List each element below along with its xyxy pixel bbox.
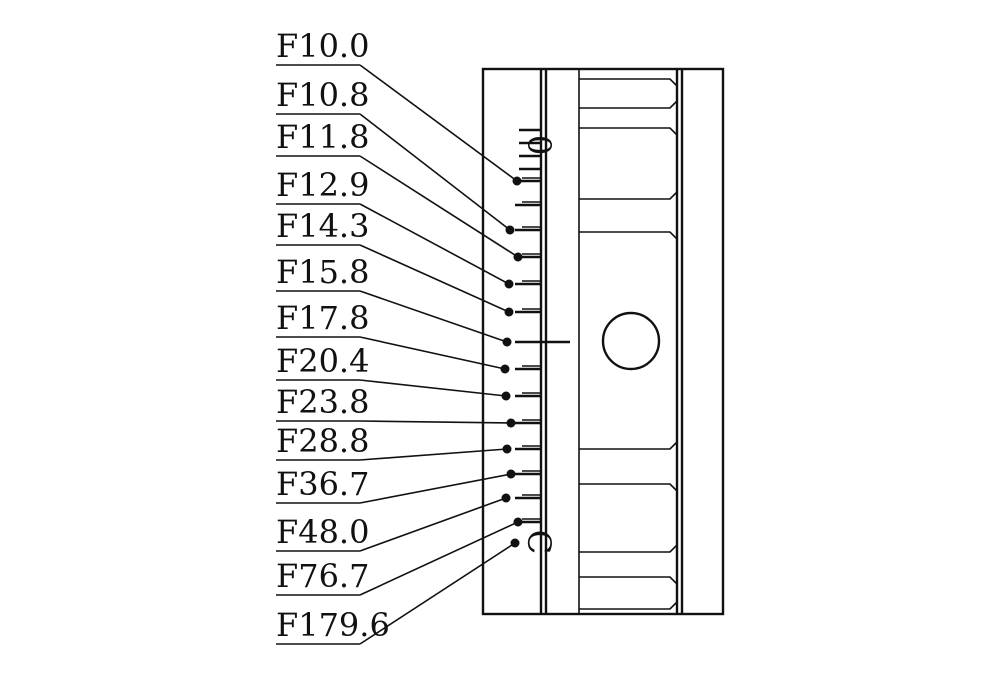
focal-labels: F10.0F10.8F11.8F12.9F14.3F15.8F17.8F20.4…	[276, 27, 390, 644]
leader-line	[359, 379, 507, 397]
leader-dot	[513, 252, 523, 262]
leader-line	[359, 542, 516, 645]
leader-line	[359, 203, 510, 285]
leader-dot	[504, 279, 514, 289]
leader-line	[359, 521, 519, 596]
focal-label: F17.8	[276, 299, 369, 337]
cam-slot-4	[579, 361, 678, 450]
leader-dot	[501, 493, 511, 503]
focal-label: F14.3	[276, 207, 369, 245]
leader-line	[359, 64, 518, 182]
cam-slot-1	[579, 78, 678, 109]
leader-dot	[510, 538, 520, 548]
leader-line	[359, 155, 519, 258]
scale-top-mark: 0	[520, 135, 558, 155]
leader-line	[359, 290, 508, 343]
cam-slot-5	[579, 483, 678, 553]
scale-bottom-mark: C	[520, 530, 558, 554]
leader-dot	[500, 364, 510, 374]
focal-label: F23.8	[276, 383, 369, 421]
focal-label: F12.9	[276, 166, 369, 204]
focal-label: F20.4	[276, 342, 369, 380]
leader-line	[359, 448, 508, 461]
focal-label: F48.0	[276, 513, 369, 551]
leader-dot	[501, 391, 511, 401]
leader-lines	[276, 64, 523, 645]
leader-line	[359, 473, 512, 504]
focal-label: F10.0	[276, 27, 369, 65]
leader-dot	[502, 444, 512, 454]
leader-dot	[505, 225, 515, 235]
leader-line	[359, 420, 512, 424]
barrel-outline	[481, 67, 725, 616]
leader-line	[359, 497, 507, 552]
leader-dot	[513, 517, 523, 527]
focal-label: F28.8	[276, 422, 369, 460]
leader-line	[359, 113, 511, 231]
distance-scale-ticks	[515, 128, 541, 524]
cam-slot-3	[579, 231, 678, 317]
focal-label: F10.8	[276, 76, 369, 114]
focus-pin-circle	[601, 311, 661, 371]
focal-label: F76.7	[276, 557, 369, 595]
cam-slot-2	[579, 127, 678, 200]
leader-dot	[506, 469, 516, 479]
leader-line	[359, 336, 506, 370]
leader-dot	[504, 307, 514, 317]
leader-dot	[512, 176, 522, 186]
leader-line	[359, 244, 510, 313]
cam-slot-6	[579, 576, 678, 610]
focal-label: F36.7	[276, 465, 369, 503]
focal-label: F179.6	[276, 606, 390, 644]
focal-label: F15.8	[276, 253, 369, 291]
leader-dot	[506, 418, 516, 428]
leader-dot	[502, 337, 512, 347]
focal-label: F11.8	[276, 118, 369, 156]
